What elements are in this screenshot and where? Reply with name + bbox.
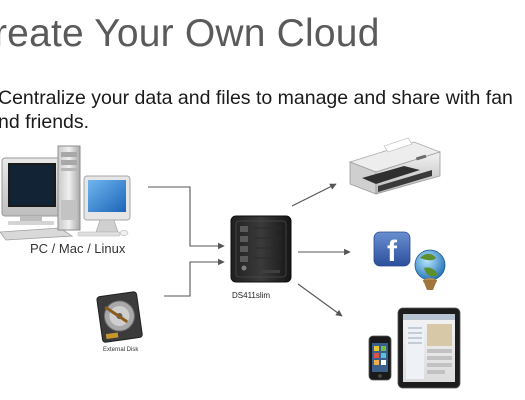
globe-icon [414, 249, 446, 290]
bullet-line-2: nd friends. [0, 111, 90, 133]
computers-icon [0, 145, 131, 241]
external-disk-icon [96, 291, 143, 343]
ipad-icon [397, 307, 461, 389]
bullet-line-1: Centralize your data and files to manage… [0, 87, 513, 109]
connector-lines [148, 183, 351, 317]
facebook-icon: f [373, 231, 411, 268]
nas-device-icon [230, 215, 292, 283]
bullet-text: Centralize your data and files to manage… [0, 86, 525, 134]
iphone-icon [368, 335, 392, 381]
printer-icon [348, 137, 442, 195]
pc-mac-linux-label: PC / Mac / Linux [30, 241, 126, 256]
svg-text:f: f [387, 235, 398, 268]
nas-model-label: DS411slim [232, 291, 271, 300]
slide-title: reate Your Own Cloud [0, 12, 380, 55]
external-disk-label: External Disk [103, 347, 139, 353]
